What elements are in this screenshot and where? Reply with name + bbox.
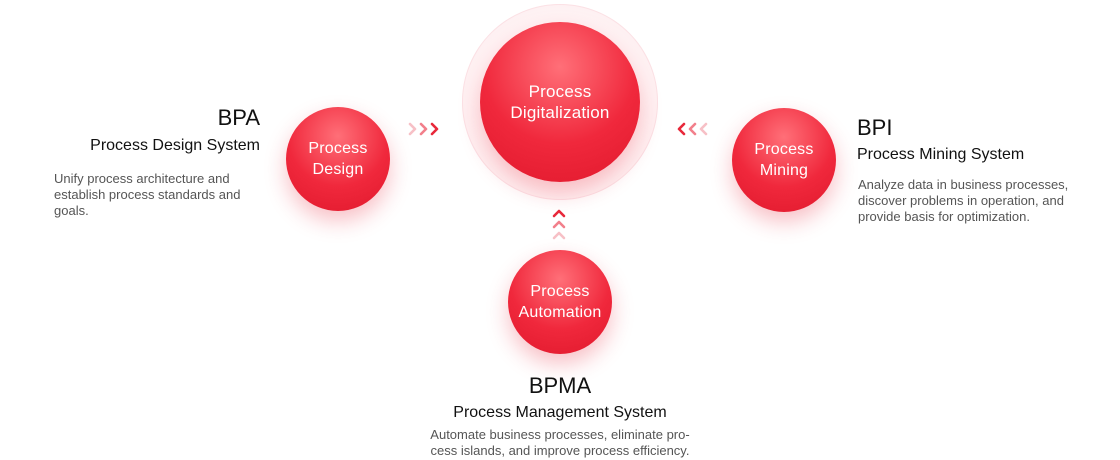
process-design-label: Process Design (308, 140, 368, 178)
chevron-right-arrows-icon (408, 122, 439, 136)
bpi-title: BPI (857, 115, 893, 140)
bpa-title: BPA (217, 105, 260, 130)
bpma-description: Automate business processes, eliminate p… (430, 427, 690, 458)
bpi-description: Analyze data in business processes, disc… (858, 177, 1069, 224)
bpi-system-name: Process Mining System (857, 146, 1025, 163)
process-digitalization-label: Process Digitalization (510, 82, 610, 122)
process-digitalization-circle: Process Digitalization (480, 22, 640, 182)
process-automation-label: Process Automation (518, 283, 602, 321)
chevron-left-arrows-icon (677, 122, 708, 136)
bpma-system-name: Process Management System (453, 404, 667, 421)
process-mining-label: Process Mining (754, 141, 814, 179)
process-automation-circle: Process Automation (508, 250, 612, 354)
chevron-up-arrows-icon (552, 209, 566, 240)
bpa-description: Unify process architecture and establish… (54, 171, 241, 218)
process-design-circle: Process Design (286, 107, 390, 211)
bpa-system-name: Process Design System (90, 137, 260, 154)
bpma-title: BPMA (528, 373, 592, 398)
process-mining-circle: Process Mining (732, 108, 836, 212)
